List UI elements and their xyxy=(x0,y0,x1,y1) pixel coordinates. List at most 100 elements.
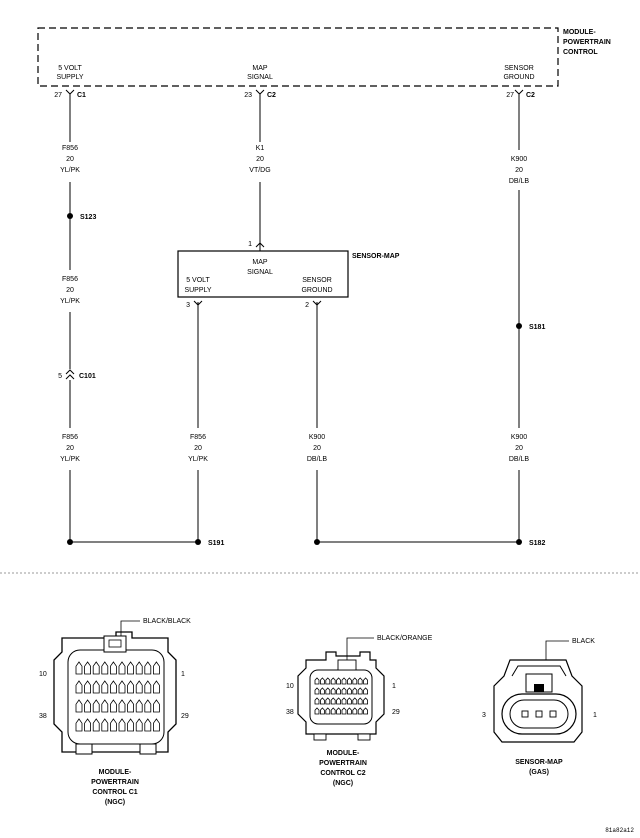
c2-cavity-6 xyxy=(341,677,347,685)
c1-cavity-26 xyxy=(118,699,126,713)
c2-caption-3: CONTROL C2 xyxy=(320,770,365,777)
c2-pin-br: 29 xyxy=(392,709,400,716)
c2-cavity-23 xyxy=(325,697,331,705)
c2-cavity-20 xyxy=(363,687,368,695)
c2-latch xyxy=(337,659,357,671)
c1-callout: BLACK/BLACK xyxy=(143,618,191,625)
c2-cavity-40 xyxy=(363,707,368,715)
c101-symbol-top xyxy=(65,369,75,375)
pcm-5v-label-2: SUPPLY xyxy=(56,74,83,81)
c2-cavity-7 xyxy=(347,677,352,685)
c2-cavity-11 xyxy=(314,687,320,695)
c1-cavity-36 xyxy=(118,718,126,732)
c1-cavity-16 xyxy=(118,680,126,694)
c1-foot-left xyxy=(75,743,93,755)
splice-s182-label: S182 xyxy=(529,540,545,547)
c1-cavity-7 xyxy=(127,661,134,675)
pcm-pin-5v: 27 xyxy=(54,92,62,99)
wire-label-k1-1: K1 xyxy=(256,145,265,152)
c2-cavity-34 xyxy=(330,707,336,715)
c2-foot-left xyxy=(313,733,327,741)
c2-cavity-21 xyxy=(314,697,320,705)
c2-cavity-36 xyxy=(341,707,347,715)
sensor-map-pin-supply-symbol xyxy=(193,300,203,306)
c2-cavity-31 xyxy=(314,707,320,715)
c1-cavity-21 xyxy=(75,699,83,713)
wire-label-k1-2: 20 xyxy=(256,156,264,163)
pcm-pin-gnd: 27 xyxy=(506,92,514,99)
c1-cavity-9 xyxy=(144,661,152,675)
c2-pin-array xyxy=(314,677,368,715)
pcm-map-label-2: SIGNAL xyxy=(247,74,273,81)
c1-pin-bl: 38 xyxy=(39,713,47,720)
pcm-pin-5v-symbol xyxy=(65,89,75,95)
c1-pin-tl: 10 xyxy=(39,671,47,678)
c1-cavity-13 xyxy=(92,680,100,694)
c2-cavity-29 xyxy=(357,697,363,705)
c2-cavity-32 xyxy=(320,707,325,715)
map-latch-tab xyxy=(534,684,544,692)
c1-cavity-38 xyxy=(135,718,143,732)
sensor-map-supply-2: SUPPLY xyxy=(184,287,211,294)
c1-cavity-25 xyxy=(110,699,117,713)
c2-cavity-2 xyxy=(320,677,325,685)
c1-cavity-40 xyxy=(153,718,160,732)
wire-label-f856-bot-2: 20 xyxy=(66,445,74,452)
c1-cavity-34 xyxy=(101,718,109,732)
map-callout: BLACK xyxy=(572,638,595,645)
c1-cavity-11 xyxy=(75,680,83,694)
c1-cavity-22 xyxy=(84,699,91,713)
c1-caption-4: (NGC) xyxy=(105,799,125,806)
c2-cavity-22 xyxy=(320,697,325,705)
c2-caption-2: POWERTRAIN xyxy=(319,760,367,767)
sensor-map-pin-supply: 3 xyxy=(186,302,190,309)
splices: S123 S181 S191 S182 xyxy=(67,213,545,547)
c2-cavity-27 xyxy=(347,697,352,705)
c2-foot-right xyxy=(357,733,371,741)
sensor-map-title: SENSOR-MAP xyxy=(352,253,400,260)
map-caption-2: (GAS) xyxy=(529,769,549,776)
c1-cavity-3 xyxy=(92,661,100,675)
c2-cavity-19 xyxy=(357,687,363,695)
c2-pin-tl: 10 xyxy=(286,683,294,690)
sensor-map-signal-2: SIGNAL xyxy=(247,269,273,276)
c2-cavity-24 xyxy=(330,697,336,705)
c2-caption-4: (NGC) xyxy=(333,780,353,787)
wire-label-f856-mid-2: 20 xyxy=(66,287,74,294)
wire-lines xyxy=(69,94,520,543)
pcm-title-2: POWERTRAIN xyxy=(563,39,611,46)
c1-cavity-10 xyxy=(153,661,160,675)
c2-cavity-37 xyxy=(347,707,352,715)
c2-cavity-30 xyxy=(363,697,368,705)
splice-s191-dot xyxy=(195,539,201,545)
pcm-conn-map: C2 xyxy=(267,92,276,99)
splice-s182-dot xyxy=(516,539,522,545)
wire-label-k1-3: VT/DG xyxy=(249,167,270,174)
c1-cavity-30 xyxy=(153,699,160,713)
c2-cavity-8 xyxy=(352,677,358,685)
map-pin-left: 3 xyxy=(482,712,486,719)
wire-label-k900-bot-1: K900 xyxy=(511,434,527,441)
c2-cavity-9 xyxy=(357,677,363,685)
sensor-map-supply-1: 5 VOLT xyxy=(186,277,210,284)
wire-label-f856-mid-1: F856 xyxy=(62,276,78,283)
map-pin-1 xyxy=(549,710,557,718)
wire-label-k900-bot-3: DB/LB xyxy=(509,456,530,463)
c2-cavity-14 xyxy=(330,687,336,695)
c1-caption-3: CONTROL C1 xyxy=(92,789,137,796)
c1-caption-1: MODULE- xyxy=(99,769,132,776)
c1-latch xyxy=(103,635,127,653)
connector-view-map: BLACK 3 1 SENSOR-MAP (GAS) xyxy=(482,638,597,776)
pcm-title-3: CONTROL xyxy=(563,49,598,56)
map-caption-1: SENSOR-MAP xyxy=(515,759,563,766)
sensor-map-outline xyxy=(177,250,349,298)
c2-caption-1: MODULE- xyxy=(327,750,360,757)
map-hood xyxy=(511,665,567,677)
c1-caption-2: POWERTRAIN xyxy=(91,779,139,786)
wire-label-k900-top-3: DB/LB xyxy=(509,178,530,185)
splice-s123-dot xyxy=(67,213,73,219)
splice-s191-left-dot xyxy=(67,539,73,545)
c1-cavity-1 xyxy=(75,661,83,675)
pcm-gnd-label-2: GROUND xyxy=(503,74,534,81)
